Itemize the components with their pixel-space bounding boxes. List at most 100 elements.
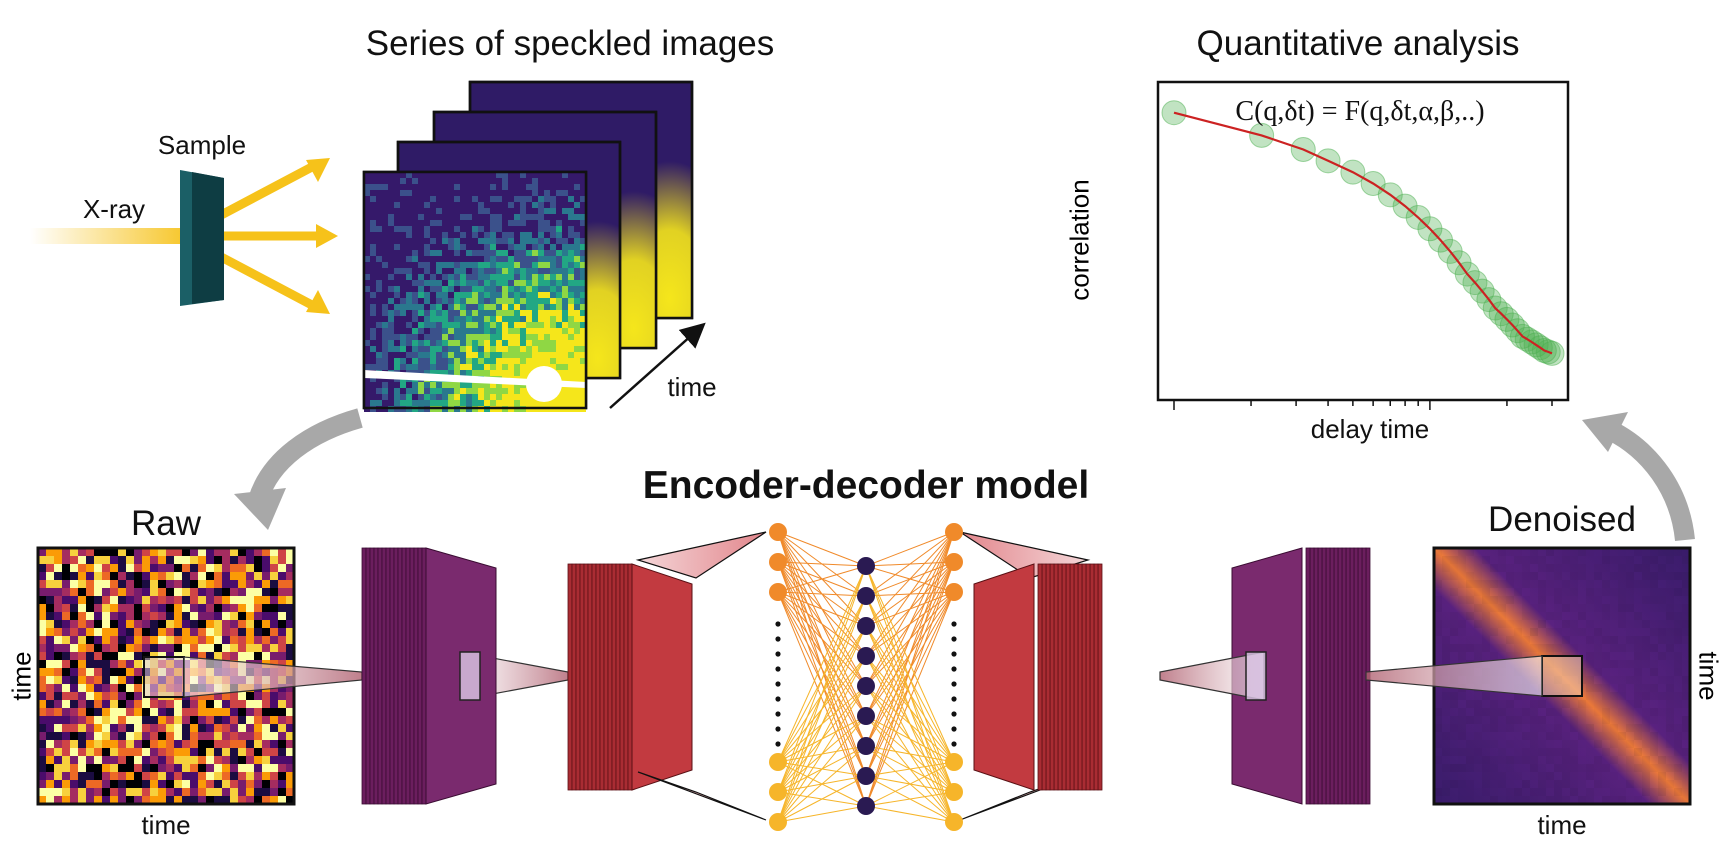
network-edge: [777, 805, 867, 823]
network-edge: [777, 745, 867, 823]
network-edge: [777, 625, 867, 823]
network-edge: [777, 531, 867, 567]
block-slice: [579, 563, 585, 791]
block-slice: [603, 563, 609, 791]
network-node-input: [769, 583, 787, 601]
block-slice: [417, 547, 423, 805]
ellipsis-dot: [951, 711, 957, 717]
block-slice: [377, 547, 383, 805]
raw-label: Raw: [130, 504, 202, 543]
block-slice: [1093, 563, 1099, 791]
raw-y-label: time: [6, 651, 37, 701]
ellipsis-dot: [951, 741, 957, 747]
curved-arrow-to-raw: [248, 408, 363, 504]
network-node-latent: [857, 587, 875, 605]
denoised-label: Denoised: [1488, 500, 1636, 539]
block-slice: [627, 563, 633, 791]
block-slice: [1349, 547, 1355, 805]
sample-plate: [180, 170, 224, 306]
speckle-frame: [362, 170, 588, 412]
network-edge: [865, 591, 955, 777]
ellipsis-dot: [775, 621, 781, 627]
network-node-latent: [857, 767, 875, 785]
fan-bottom-left: [637, 771, 767, 821]
block-slice: [1313, 547, 1319, 805]
ellipsis-dot: [775, 726, 781, 732]
block-slice: [1061, 563, 1067, 791]
block-slice: [1037, 563, 1043, 791]
network-edge: [865, 565, 955, 593]
block-slice: [611, 563, 617, 791]
block-face: [1231, 547, 1303, 805]
block-slice: [1077, 563, 1083, 791]
curved-arrow-to-plot: [1605, 421, 1695, 542]
network-edge: [865, 685, 955, 823]
curved-arrow-to-plot-head: [1582, 412, 1628, 452]
block-face: [973, 563, 1035, 791]
correlation-equation: C(q,δt) = F(q,δt,α,β,..): [1235, 96, 1485, 127]
block-slice: [615, 563, 621, 791]
block-slice: [1073, 563, 1079, 791]
network-edge: [777, 591, 867, 777]
network-edge: [865, 561, 955, 567]
block-slice: [393, 547, 399, 805]
network-edge: [865, 565, 955, 763]
block-slice: [619, 563, 625, 791]
decoder-block-1-patch: [1245, 651, 1267, 701]
denoised-y-label: time: [1693, 651, 1724, 701]
xray-label: X-ray: [82, 194, 146, 224]
network-node-input: [769, 813, 787, 831]
block-slice: [1089, 563, 1095, 791]
block-slice: [1097, 563, 1103, 791]
block-slice: [595, 563, 601, 791]
block-slice: [405, 547, 411, 805]
network-node-latent: [857, 677, 875, 695]
block-slice: [401, 547, 407, 805]
network-edge: [777, 591, 867, 687]
network-edge: [865, 531, 955, 567]
fan-top-left: [635, 531, 767, 579]
block-slice: [1329, 547, 1335, 805]
block-slice: [1357, 547, 1363, 805]
network-edge: [865, 591, 955, 627]
block-slice: [1085, 563, 1091, 791]
network-edge: [865, 625, 955, 823]
network-edge: [777, 591, 867, 747]
scattered-beams: [203, 158, 338, 314]
plot-x-ticks: [1173, 400, 1553, 410]
speckle-series-title: Series of speckled images: [365, 24, 775, 63]
plot-ylabel: correlation: [1064, 179, 1095, 301]
block-slice: [381, 547, 387, 805]
block-slice: [361, 547, 367, 805]
denoised-x-label: time: [1537, 810, 1587, 840]
network-node-input: [769, 753, 787, 771]
network-edges: [777, 531, 955, 823]
block-slice: [389, 547, 395, 805]
network-edge: [777, 561, 867, 567]
block-slice: [1337, 547, 1343, 805]
ellipsis-dot: [775, 666, 781, 672]
sample-label: Sample: [157, 130, 247, 160]
block-slice: [591, 563, 597, 791]
network-node-latent: [857, 647, 875, 665]
block-slice: [1069, 563, 1075, 791]
network-edge: [865, 565, 955, 793]
network-edge: [865, 565, 955, 823]
network-edge: [865, 591, 955, 597]
network-edge: [777, 591, 867, 717]
network-edge: [777, 565, 867, 593]
ellipsis-dot: [951, 666, 957, 672]
network-node-latent: [857, 617, 875, 635]
block-slice: [397, 547, 403, 805]
network-edge: [777, 715, 867, 823]
network-edge: [865, 775, 955, 823]
network-node-output: [945, 753, 963, 771]
block-slice: [1317, 547, 1323, 805]
ellipsis-dot: [775, 636, 781, 642]
network-edge: [777, 591, 867, 627]
block-slice: [365, 547, 371, 805]
block-slice: [623, 563, 629, 791]
block-slice: [373, 547, 379, 805]
ellipsis-dot: [951, 636, 957, 642]
block-slice: [1053, 563, 1059, 791]
